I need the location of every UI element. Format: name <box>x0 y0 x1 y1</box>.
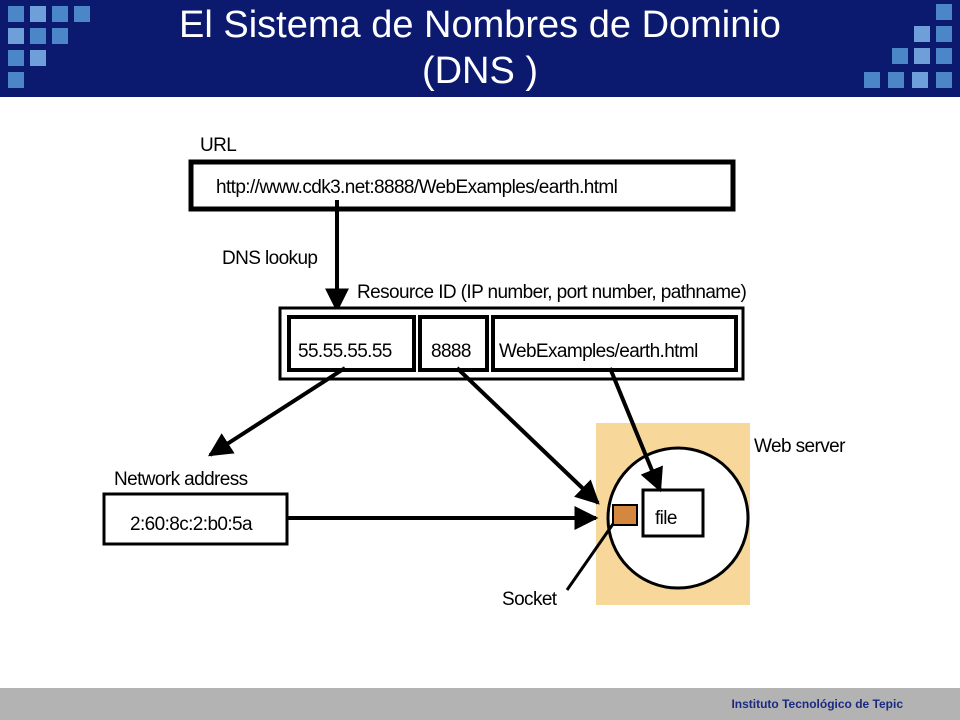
decor-square <box>8 50 24 66</box>
decor-square <box>892 48 908 64</box>
path-field <box>491 315 738 372</box>
ip-field <box>287 315 416 372</box>
port-field <box>418 315 489 372</box>
port-to-socket-arrow <box>455 366 600 505</box>
header-band: El Sistema de Nombres de Dominio (DNS ) <box>0 0 960 97</box>
decor-square <box>52 6 68 22</box>
decor-square <box>864 72 880 88</box>
decor-square <box>8 6 24 22</box>
decor-square <box>914 48 930 64</box>
url-label: URL <box>200 135 236 156</box>
decor-square <box>30 28 46 44</box>
decor-square <box>936 26 952 42</box>
ip-value: 55.55.55.55 <box>298 341 392 362</box>
decor-square <box>912 72 928 88</box>
resource-id-label: Resource ID (IP number, port number, pat… <box>357 282 746 303</box>
web-server-label: Web server <box>754 436 846 457</box>
slide-title-line2: (DNS ) <box>421 50 539 92</box>
file-label: file <box>655 508 677 529</box>
port-value: 8888 <box>431 341 471 362</box>
path-value: WebExamples/earth.html <box>499 341 698 362</box>
dns-lookup-label: DNS lookup <box>222 248 317 269</box>
decor-square <box>888 72 904 88</box>
decor-square <box>30 50 46 66</box>
footer-band <box>0 688 960 720</box>
decor-square <box>914 26 930 42</box>
decor-square <box>936 48 952 64</box>
decor-square <box>936 72 952 88</box>
url-box <box>188 159 736 212</box>
socket-label: Socket <box>502 589 558 610</box>
network-address-value: 2:60:8c:2:b0:5a <box>130 514 253 535</box>
ip-to-network-arrow <box>207 366 347 457</box>
network-address-label: Network address <box>114 469 248 490</box>
network-address-box <box>102 492 289 546</box>
socket-pointer-line <box>565 523 615 591</box>
decor-square <box>74 6 90 22</box>
socket-box <box>612 504 638 526</box>
decor-square <box>8 72 24 88</box>
url-value: http://www.cdk3.net:8888/WebExamples/ear… <box>216 177 617 198</box>
path-to-file-arrow <box>608 367 663 493</box>
decor-square <box>52 28 68 44</box>
slide-title-line1: El Sistema de Nombres de Dominio <box>179 4 781 46</box>
file-box <box>641 488 705 538</box>
decor-square <box>30 6 46 22</box>
footer-institution: Instituto Tecnológico de Tepic <box>731 697 903 711</box>
slide-title: El Sistema de Nombres de Dominio (DNS ) <box>110 2 850 94</box>
decor-square <box>936 4 952 20</box>
decor-square <box>8 28 24 44</box>
